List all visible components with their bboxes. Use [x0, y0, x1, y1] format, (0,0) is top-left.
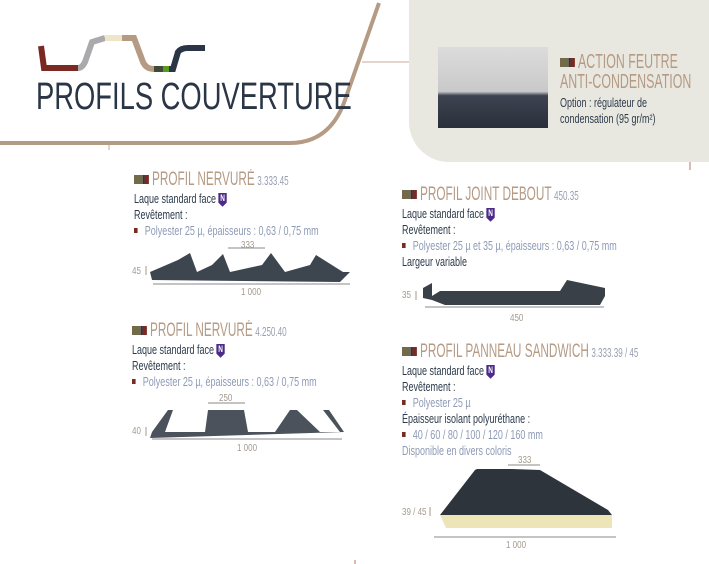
- color-swatch-icon: [134, 175, 149, 185]
- n-badge-icon: N: [216, 343, 225, 358]
- dim-height: 45: [132, 266, 141, 277]
- dim-width: 450: [510, 313, 524, 324]
- laque-label: Laque standard face: [402, 207, 485, 221]
- profile-joint-debout-drawing: [415, 280, 605, 308]
- laque-label: Laque standard face: [132, 343, 215, 357]
- dim-width: 1 000: [506, 540, 527, 551]
- product-name: PROFIL NERVURÉ: [151, 169, 255, 190]
- color-swatch-icon: [402, 190, 417, 200]
- revetement-label: Revêtement :: [132, 359, 186, 373]
- coating-spec: Polyester 25 µ: [412, 396, 471, 410]
- coating-spec: Polyester 25 µ, épaisseurs : 0,63 / 0,75…: [142, 375, 317, 389]
- color-swatch-icon: [560, 58, 575, 68]
- dim-height: 40: [132, 426, 141, 437]
- product-ref: 3.333.45: [257, 173, 289, 188]
- dim-top: 333: [241, 240, 255, 251]
- color-swatch-icon: [132, 326, 147, 336]
- laque-label: Laque standard face: [134, 192, 217, 206]
- coating-spec: Polyester 25 µ, épaisseurs : 0,63 / 0,75…: [144, 224, 319, 238]
- revetement-label: Revêtement :: [134, 208, 188, 222]
- product-ref: 3.333.39 / 45: [591, 345, 639, 360]
- profile-nervure-333-drawing: [145, 247, 350, 285]
- dim-width: 1 000: [241, 287, 262, 298]
- n-badge-icon: N: [486, 207, 495, 222]
- product-name: PROFIL PANNEAU SANDWICH: [419, 341, 589, 362]
- width-note: Largeur variable: [402, 255, 468, 269]
- page-title: PROFILS COUVERTURE: [36, 76, 352, 118]
- product-ref: 450.35: [554, 188, 579, 203]
- revetement-label: Revêtement :: [402, 380, 456, 394]
- profile-panneau-sandwich-drawing: [429, 464, 616, 538]
- revetement-label: Revêtement :: [402, 223, 456, 237]
- color-swatch-icon: [402, 347, 417, 357]
- color-note: Disponible en divers coloris: [402, 444, 512, 458]
- laque-label: Laque standard face: [402, 364, 485, 378]
- profile-nervure-250-drawing: [145, 402, 344, 440]
- insulation-label: Épaisseur isolant polyuréthane :: [402, 412, 531, 426]
- dim-top: 250: [219, 393, 233, 404]
- product-ref: 4.250.40: [255, 324, 287, 339]
- product-name: PROFIL JOINT DEBOUT: [419, 184, 552, 205]
- dim-top: 333: [518, 455, 532, 466]
- dim-height: 35: [402, 290, 411, 301]
- dim-height: 39 / 45: [402, 507, 427, 518]
- insulation-spec: 40 / 60 / 80 / 100 / 120 / 160 mm: [412, 428, 543, 442]
- felt-photo: [438, 47, 548, 128]
- n-badge-icon: N: [218, 192, 227, 207]
- n-badge-icon: N: [486, 364, 495, 379]
- product-name: PROFIL NERVURÉ: [149, 320, 253, 341]
- logo-profile-icon: [38, 35, 205, 72]
- coating-spec: Polyester 25 µ et 35 µ, épaisseurs : 0,6…: [412, 239, 617, 253]
- dim-width: 1 000: [237, 443, 258, 454]
